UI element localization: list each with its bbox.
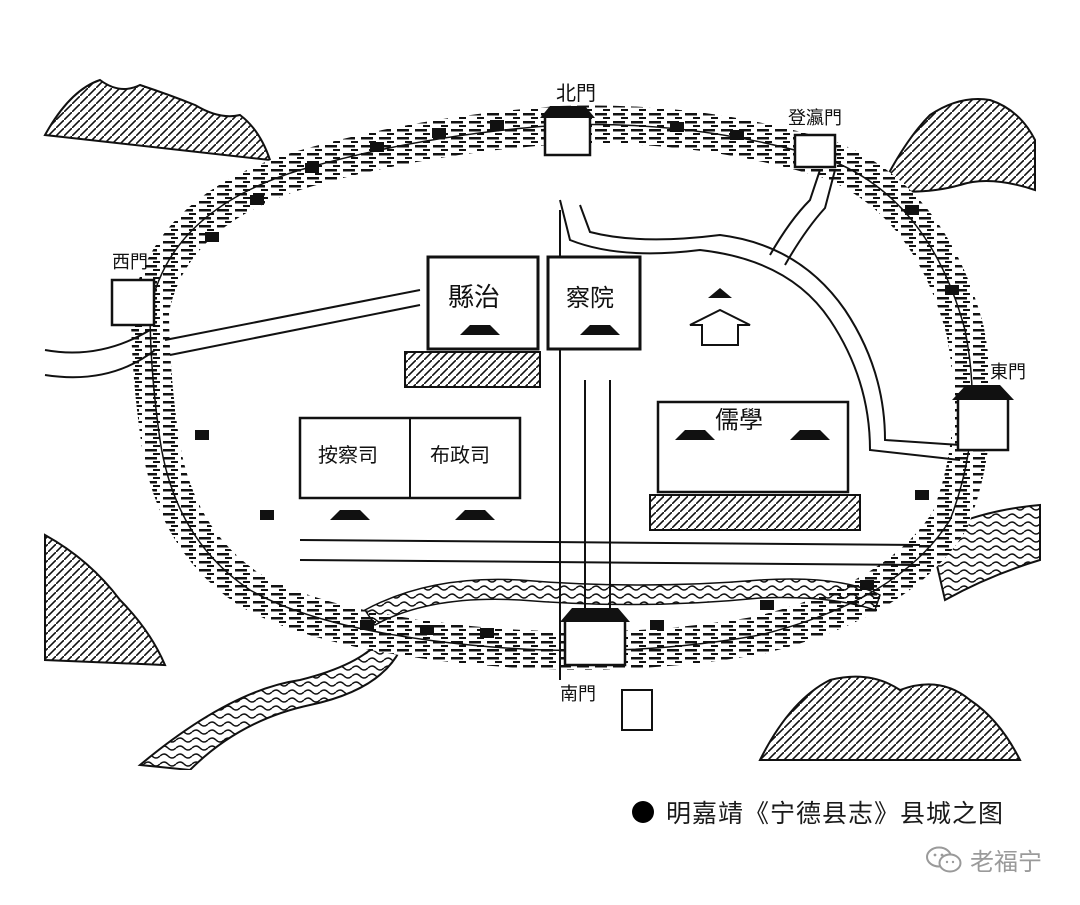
label-northeast-gate: 登瀛門 (788, 107, 842, 129)
inner-stream (363, 578, 881, 626)
label-south-gate: 南門 (560, 684, 596, 705)
watermark: 老福宁 (926, 842, 1042, 877)
city-wall (130, 105, 992, 670)
watermark-text: 老福宁 (970, 848, 1042, 876)
label-provincial-admin: 布政司 (430, 443, 490, 467)
pavilion-tower (689, 288, 751, 346)
wechat-icon (926, 846, 962, 872)
label-surveillance: 按察司 (318, 443, 378, 467)
label-county-office: 縣治 (448, 283, 500, 313)
caption-bullet-icon (632, 801, 654, 823)
censorate-compound (546, 255, 642, 351)
caption-text: 明嘉靖《宁德县志》县城之图 (666, 799, 1005, 828)
northeast-gate-tower (793, 133, 837, 169)
label-censorate: 察院 (566, 284, 614, 312)
mountain-west (44, 533, 167, 667)
south-gate-tower (560, 608, 653, 731)
east-gate-tower (952, 385, 1014, 452)
river-southwest (137, 638, 402, 770)
battlements (195, 120, 959, 638)
county-office-compound (404, 255, 541, 388)
label-west-gate: 西門 (112, 252, 148, 273)
label-north-gate: 北門 (556, 81, 596, 105)
mountain-northwest (43, 78, 272, 162)
administration-compound (298, 416, 522, 520)
mountain-southeast (758, 675, 1022, 761)
label-school: 儒學 (715, 406, 763, 434)
north-gate-tower (540, 106, 595, 157)
map-caption: 明嘉靖《宁德县志》县城之图 (632, 794, 1004, 830)
west-gate-tower (110, 278, 156, 327)
school-compound (649, 400, 861, 531)
ancient-city-map: 北門 登瀛門 西門 東門 縣治 察院 儒學 按察司 布政司 南門 (43, 78, 1041, 770)
label-east-gate: 東門 (990, 362, 1026, 383)
mountain-northeast (878, 98, 1036, 193)
